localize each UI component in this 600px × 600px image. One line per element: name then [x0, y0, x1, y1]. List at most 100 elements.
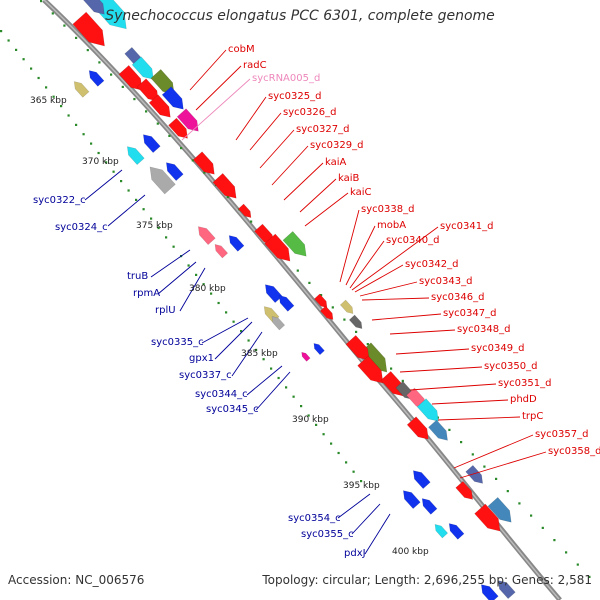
- tick-dot: [308, 281, 311, 284]
- gene-arrow: [214, 244, 229, 259]
- gene-arrow: [228, 235, 245, 252]
- gene-arrow: [301, 351, 311, 362]
- tick-dot: [270, 367, 273, 370]
- gene-arrow: [131, 56, 154, 80]
- tick-dot: [195, 273, 198, 276]
- kbp-label: 370 kbp: [82, 157, 119, 167]
- leader-line: [339, 209, 360, 283]
- gene-label: rplU: [155, 305, 176, 316]
- gene-arrow: [421, 498, 438, 515]
- kbp-label: 400 kbp: [392, 547, 429, 557]
- gene-label: syc0341_d: [440, 221, 493, 232]
- gene-arrow: [237, 203, 252, 218]
- gene-arrow: [72, 11, 105, 47]
- gene-label: kaiB: [338, 173, 360, 184]
- tick-dot: [60, 105, 63, 108]
- leader-line: [84, 169, 123, 201]
- gene-arrow: [165, 162, 184, 182]
- leader-line: [283, 162, 324, 201]
- gene-arrow: [448, 523, 465, 540]
- gene-label: syc0346_d: [431, 292, 484, 303]
- leader-line: [150, 249, 191, 278]
- tick-dot: [156, 122, 159, 125]
- leader-line: [431, 399, 509, 405]
- tick-dot: [145, 110, 148, 113]
- gene-arrow: [168, 117, 188, 139]
- tick-dot: [187, 264, 190, 267]
- tick-dot: [255, 348, 258, 351]
- forward-gene-labels: cobM radC sycRNA005_d syc0325_d syc0326_…: [228, 44, 600, 457]
- tick-dot: [45, 86, 48, 89]
- tick-dot: [86, 49, 89, 52]
- tick-dot: [40, 0, 43, 3]
- tick-dot: [82, 133, 85, 136]
- gene-label: syc0335_c: [151, 337, 204, 348]
- leader-line: [351, 503, 381, 535]
- leader-line: [351, 226, 439, 291]
- gene-arrow: [428, 419, 448, 441]
- gene-arrow: [142, 134, 161, 154]
- leader-line: [437, 416, 521, 421]
- gene-label: sycRNA005_d: [252, 73, 320, 84]
- gene-arrow: [149, 166, 176, 195]
- tick-dot: [63, 24, 66, 27]
- tick-dot: [210, 292, 213, 295]
- gene-arrow: [402, 490, 421, 510]
- gene-label: syc0350_d: [484, 361, 537, 372]
- gene-arrow: [487, 496, 512, 523]
- gene-label: syc0338_d: [361, 204, 414, 215]
- gene-label: syc0343_d: [419, 276, 472, 287]
- tick-dot: [506, 490, 509, 493]
- tick-dot: [331, 306, 334, 309]
- leader-line: [453, 434, 534, 469]
- tick-dot: [240, 330, 243, 333]
- tick-dot: [15, 48, 18, 51]
- tick-dot: [483, 465, 486, 468]
- gene-arrow: [82, 0, 105, 15]
- gene-arrow: [497, 580, 516, 600]
- gene-label: syc0340_d: [386, 235, 439, 246]
- gene-arrow: [455, 480, 474, 500]
- gene-label: syc0351_d: [498, 378, 551, 389]
- tick-dot: [127, 189, 130, 192]
- tick-dot: [120, 180, 123, 183]
- gene-arrow: [282, 230, 307, 257]
- gene-label: syc0347_d: [443, 308, 496, 319]
- gene-arrow: [348, 314, 363, 329]
- tick-dot: [322, 433, 325, 436]
- gene-label: kaiC: [350, 187, 372, 198]
- gene-label: mobA: [377, 220, 406, 231]
- gene-label: syc0348_d: [457, 324, 510, 335]
- reverse-gene-labels: syc0322_c syc0324_c truB rpmA rplU syc03…: [33, 195, 366, 559]
- gene-arrow: [474, 503, 501, 532]
- gene-arrow: [465, 464, 484, 484]
- gene-features: [72, 0, 516, 600]
- leader-line: [459, 451, 547, 479]
- tick-dot: [22, 58, 25, 61]
- gene-arrow: [118, 64, 143, 91]
- leader-line: [371, 313, 442, 321]
- leader-line: [107, 194, 146, 227]
- leader-line: [361, 297, 430, 301]
- tick-dot: [565, 551, 568, 554]
- tick-dot: [343, 318, 346, 321]
- tick-dot: [52, 95, 55, 98]
- tick-dot: [225, 311, 228, 314]
- map-title: Synechococcus elongatus PCC 6301, comple…: [105, 8, 495, 24]
- leader-line: [409, 383, 497, 391]
- leader-line: [271, 145, 309, 186]
- gene-label: syc0354_c: [288, 513, 341, 524]
- gene-label: syc0322_c: [33, 195, 86, 206]
- tick-dot: [112, 170, 115, 173]
- tick-dot: [390, 367, 393, 370]
- gene-label: syc0358_d: [548, 446, 600, 457]
- tick-dot: [110, 73, 113, 76]
- leader-line: [189, 49, 227, 91]
- gene-arrow: [412, 470, 431, 490]
- tick-dot: [320, 294, 323, 297]
- gene-label: cobM: [228, 44, 255, 55]
- kbp-label: 365 kbp: [30, 96, 67, 106]
- leader-line: [231, 331, 263, 377]
